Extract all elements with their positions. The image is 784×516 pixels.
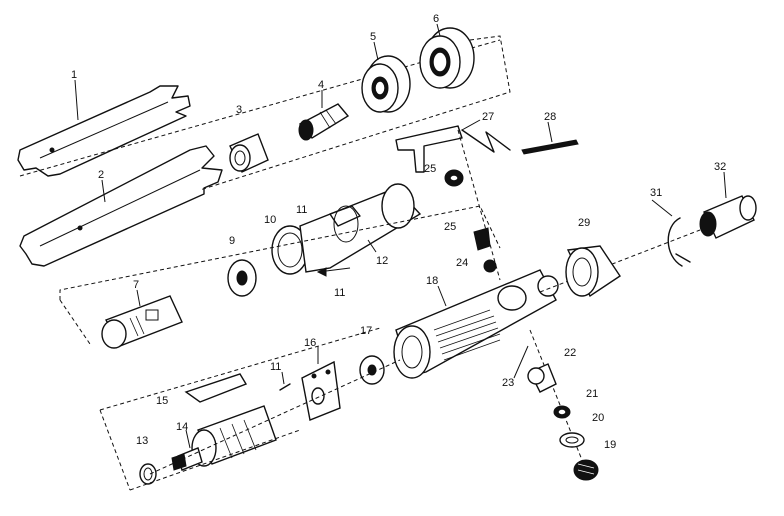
part-15-blade <box>184 373 248 403</box>
part-28-rod <box>521 139 579 155</box>
part-22-valve <box>527 363 557 393</box>
axis-valve <box>457 129 501 281</box>
leader-7 <box>136 289 141 307</box>
part-17-bearing <box>359 355 385 385</box>
part-1-wrench <box>17 85 191 177</box>
leader-12 <box>367 239 377 253</box>
axis-valve-lower <box>529 329 591 481</box>
label-15: 15 <box>156 395 168 407</box>
label-31: 31 <box>650 187 662 199</box>
label-19: 19 <box>604 439 616 451</box>
label-32: 32 <box>714 161 726 173</box>
label-22: 22 <box>564 347 576 359</box>
zigzag-line <box>461 129 511 153</box>
part-6-gear <box>419 27 475 89</box>
part-27-key <box>395 125 463 173</box>
part-11c-pin <box>279 383 291 391</box>
part-4-shaft <box>298 103 350 141</box>
label-18: 18 <box>426 275 438 287</box>
part-2-wrench <box>19 145 223 267</box>
part-18-body <box>393 269 559 379</box>
label-12: 12 <box>376 255 388 267</box>
label-9: 9 <box>229 235 235 247</box>
label-29: 29 <box>578 217 590 229</box>
label-14: 14 <box>176 421 188 433</box>
label-21: 21 <box>586 388 598 400</box>
label-10: 10 <box>264 214 276 226</box>
label-5: 5 <box>370 31 376 43</box>
leader-2 <box>101 179 106 203</box>
part-14-rotor <box>171 405 277 471</box>
leader-27 <box>461 119 481 131</box>
label-11a: 11 <box>296 204 307 216</box>
leader-18 <box>437 285 447 307</box>
label-16: 16 <box>304 337 316 349</box>
part-5-gear <box>361 55 411 113</box>
leader-11c <box>281 371 285 385</box>
axis-bottom <box>149 359 401 475</box>
part-19-spring <box>573 459 599 481</box>
leader-5 <box>373 41 379 61</box>
leader-14 <box>185 429 191 449</box>
label-7: 7 <box>133 279 139 291</box>
part-9-washer <box>227 259 257 297</box>
bracket-bottom <box>99 327 381 491</box>
part-25a-fitting <box>444 169 464 187</box>
label-11b: 11 <box>334 287 345 299</box>
leader-23 <box>513 345 529 379</box>
part-12-housing <box>299 183 422 273</box>
part-29-cap <box>565 245 621 298</box>
label-23: 23 <box>502 377 514 389</box>
leader-32 <box>723 171 727 199</box>
leader-1 <box>74 79 79 121</box>
part-16-endplate <box>301 360 341 421</box>
label-17: 17 <box>360 325 372 337</box>
label-3: 3 <box>236 104 242 116</box>
label-2: 2 <box>98 169 104 181</box>
leader-31 <box>651 199 673 217</box>
label-24: 24 <box>456 257 468 269</box>
part-20-washer <box>559 432 585 448</box>
label-28: 28 <box>544 111 556 123</box>
label-25b: 25 <box>444 221 456 233</box>
label-11c: 11 <box>270 361 281 373</box>
part-32-inlet <box>699 195 757 239</box>
part-7-spindle <box>101 295 183 349</box>
part-13-oring <box>139 463 157 485</box>
part-21-oring <box>553 405 571 419</box>
arrowhead-11b <box>316 267 327 277</box>
part-3-bushing <box>229 133 269 173</box>
part-25b-fitting <box>473 227 491 251</box>
part-24-ball <box>483 259 497 273</box>
leader-28 <box>547 121 553 143</box>
label-4: 4 <box>318 79 324 91</box>
bracket-middle-lower <box>59 299 91 345</box>
label-25a: 25 <box>424 163 436 175</box>
label-20: 20 <box>592 412 604 424</box>
bracket-top <box>199 35 511 191</box>
leader-6 <box>436 23 441 37</box>
label-27: 27 <box>482 111 494 123</box>
part-31-snap-ring <box>667 217 691 267</box>
bracket-middle <box>59 205 501 300</box>
label-13: 13 <box>136 435 148 447</box>
label-1: 1 <box>71 69 77 81</box>
label-6: 6 <box>433 13 439 25</box>
